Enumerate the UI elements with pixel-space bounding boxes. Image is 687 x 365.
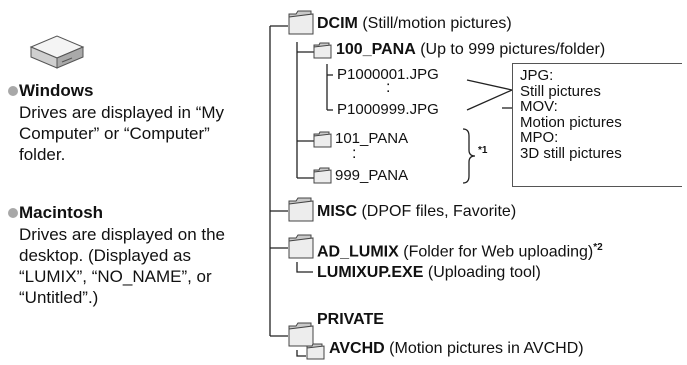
private-name: PRIVATE	[317, 311, 384, 328]
dcim-row: DCIM (Still/motion pictures)	[317, 14, 512, 33]
lumixup-note: (Uploading tool)	[427, 264, 541, 281]
file-first: P1000001.JPG	[337, 66, 439, 83]
drive-icon	[28, 30, 86, 72]
folder-icon	[313, 166, 332, 189]
bullet-icon	[8, 208, 18, 218]
avchd-name: AVCHD	[329, 340, 385, 357]
lumixup-row: LUMIXUP.EXE (Uploading tool)	[317, 263, 541, 282]
callout-line: JPG:	[520, 67, 554, 84]
callout-line: Still pictures	[520, 82, 601, 100]
windows-title: Windows	[19, 81, 94, 100]
pana999-label: 999_PANA	[335, 167, 409, 184]
windows-desc: Drives are displayed in “My Computer” or…	[19, 103, 225, 164]
private-row: PRIVATE	[317, 310, 384, 329]
dcim-note: (Still/motion pictures)	[362, 15, 512, 32]
callout-line: 3D still pictures	[520, 144, 622, 162]
format-callout: JPG: Still pictures MOV: Motion pictures…	[512, 63, 682, 187]
pana101-label: 101_PANA	[335, 130, 409, 147]
ad-lumix-mark: *2	[593, 242, 603, 253]
misc-name: MISC	[317, 203, 357, 220]
folder-icon	[287, 232, 315, 265]
folder-icon	[287, 195, 315, 228]
pana100-name: 100_PANA	[336, 41, 416, 58]
folder-icon	[313, 130, 332, 153]
misc-row: MISC (DPOF files, Favorite)	[317, 202, 516, 221]
pana100-note: (Up to 999 pictures/folder)	[420, 41, 606, 58]
callout-line: MOV:	[520, 98, 558, 116]
lumixup-name: LUMIXUP.EXE	[317, 264, 424, 281]
pana100-row: 100_PANA (Up to 999 pictures/folder)	[336, 40, 605, 59]
folder-icon	[313, 41, 332, 64]
pana-ellipsis: :	[352, 145, 357, 162]
dcim-name: DCIM	[317, 15, 358, 32]
mac-desc: Drives are displayed on the desktop. (Di…	[19, 225, 226, 307]
footnote-mark: *1	[478, 145, 488, 156]
ad-lumix-row: AD_LUMIX (Folder for Web uploading)*2	[317, 238, 603, 261]
ad-lumix-note: (Folder for Web uploading)	[403, 243, 594, 261]
callout-line: MPO:	[520, 129, 559, 147]
avchd-note: (Motion pictures in AVCHD)	[389, 340, 584, 357]
bullet-icon	[8, 86, 18, 96]
file-last: P1000999.JPG	[337, 101, 439, 118]
ad-lumix-name: AD_LUMIX	[317, 243, 399, 261]
misc-note: (DPOF files, Favorite)	[361, 203, 517, 220]
folder-icon	[306, 342, 325, 365]
avchd-row: AVCHD (Motion pictures in AVCHD)	[329, 339, 584, 358]
mac-title: Macintosh	[19, 203, 104, 222]
folder-icon	[287, 8, 315, 41]
callout-line: Motion pictures	[520, 113, 622, 131]
file-ellipsis: :	[386, 79, 391, 96]
